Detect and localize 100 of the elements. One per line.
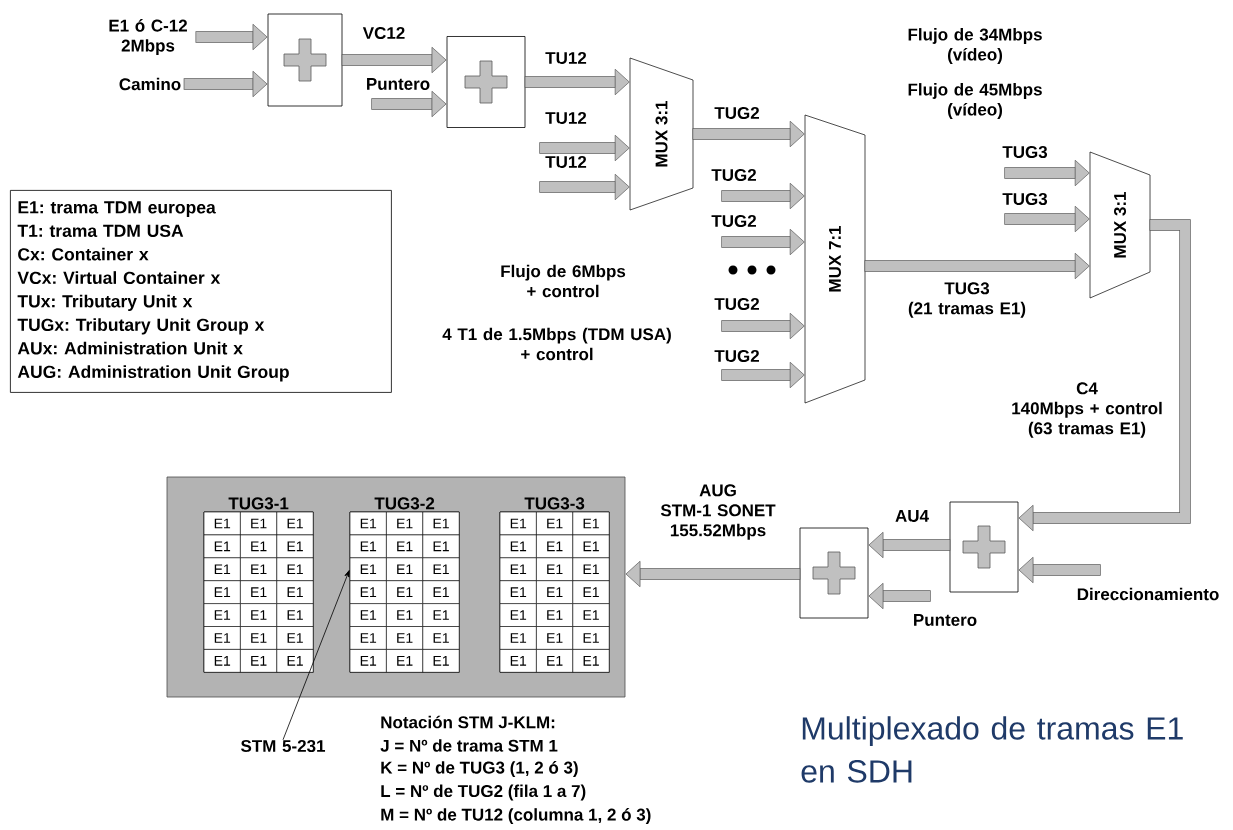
table-cell: E1 xyxy=(349,649,387,673)
table-cell: E1 xyxy=(203,534,241,559)
table-cell: E1 xyxy=(422,511,460,536)
edge-label: Direccionamiento xyxy=(1077,587,1219,601)
edge-label: TUG2 xyxy=(714,107,759,120)
table-cell: E1 xyxy=(276,557,314,581)
block-arrow xyxy=(625,560,801,588)
edge-label: AU4 xyxy=(895,510,929,522)
table-cell: E1 xyxy=(499,557,537,581)
note-text: 4 T1 de 1.5Mbps (TDM USA) + control xyxy=(442,327,671,361)
edge-label: TUG3 xyxy=(1002,192,1048,206)
block-arrow xyxy=(1018,219,1191,532)
table-cell: E1 xyxy=(203,649,241,673)
table-cell: E1 xyxy=(276,511,314,536)
table-cell: E1 xyxy=(240,649,278,673)
table-cell: E1 xyxy=(386,626,424,650)
table-cell: E1 xyxy=(386,580,424,604)
edge-label: C4 140Mbps + control (63 tramas E1) xyxy=(1012,382,1162,438)
adder-box xyxy=(446,36,526,128)
edge-label: TU12 xyxy=(545,112,587,125)
table-cell: E1 xyxy=(203,603,241,627)
table-cell: E1 xyxy=(536,649,574,673)
table-cell: E1 xyxy=(240,534,278,559)
table-cell: E1 xyxy=(276,626,314,650)
table-cell: E1 xyxy=(386,649,424,673)
table-cell: E1 xyxy=(499,580,537,604)
note-text: Flujo de 6Mbps + control xyxy=(501,264,626,298)
node-label: TUG3-2 xyxy=(374,497,435,510)
table-cell: E1 xyxy=(422,626,460,650)
table-cell: E1 xyxy=(349,557,387,581)
table-cell: E1 xyxy=(349,626,387,650)
block-arrow xyxy=(341,46,447,74)
edge-label: Puntero xyxy=(914,614,977,626)
table-cell: E1 xyxy=(572,557,610,581)
edge-label: TUG2 xyxy=(714,350,759,363)
block-arrow xyxy=(721,182,805,210)
edge-label: TUG3 xyxy=(1002,145,1048,159)
node-label: TUG3-3 xyxy=(524,497,585,510)
table-cell: E1 xyxy=(499,626,537,650)
table-cell: E1 xyxy=(572,649,610,673)
block-arrow xyxy=(1004,205,1090,233)
table-cell: E1 xyxy=(240,511,278,536)
block-arrow xyxy=(721,312,805,340)
table-cell: E1 xyxy=(536,603,574,627)
edge-label: AUG STM-1 SONET 155.52Mbps xyxy=(660,484,776,540)
edge-label: TU12 xyxy=(545,156,587,169)
table-cell: E1 xyxy=(349,580,387,604)
block-arrow xyxy=(183,70,268,98)
table-cell: E1 xyxy=(499,603,537,627)
table-cell: E1 xyxy=(536,534,574,559)
table-cell: E1 xyxy=(276,534,314,559)
node-label: TUG3-1 xyxy=(228,497,289,510)
table-cell: E1 xyxy=(422,534,460,559)
table-cell: E1 xyxy=(203,511,241,536)
title: Multiplexado de tramas E1 en SDH xyxy=(801,716,1183,783)
adder-box xyxy=(949,501,1019,593)
table-cell: E1 xyxy=(276,580,314,604)
block-arrow xyxy=(539,134,630,162)
input-label: STM 5-231 xyxy=(241,740,326,753)
table-cell: E1 xyxy=(276,603,314,627)
block-arrow xyxy=(1018,556,1101,584)
table-cell: E1 xyxy=(572,626,610,650)
edge-label: TU12 xyxy=(545,52,587,65)
table-cell: E1 xyxy=(203,626,241,650)
block-arrow xyxy=(539,173,630,201)
block-arrow xyxy=(868,582,931,610)
table-cell: E1 xyxy=(386,557,424,581)
multiplexer: MUX 7:1 xyxy=(804,114,866,404)
block-arrow xyxy=(195,23,268,51)
table-cell: E1 xyxy=(422,603,460,627)
adder-box xyxy=(267,13,343,107)
table-cell: E1 xyxy=(422,580,460,604)
table-cell: E1 xyxy=(536,511,574,536)
adder-box xyxy=(799,527,869,619)
block-arrow xyxy=(721,361,805,389)
leader-line xyxy=(282,570,350,741)
note-text: Flujo de 45Mbps (vídeo) xyxy=(908,83,1042,119)
table-cell: E1 xyxy=(386,511,424,536)
table-cell: E1 xyxy=(349,603,387,627)
multiplexer: MUX 3:1 xyxy=(629,57,694,211)
note-text: L = Nº de TUG2 (fila 1 a 7) xyxy=(381,784,586,801)
table-cell: E1 xyxy=(240,603,278,627)
edge-label: TUG2 xyxy=(714,298,759,311)
note-text: Flujo de 34Mbps (vídeo) xyxy=(908,28,1042,64)
table-cell: E1 xyxy=(240,580,278,604)
table-cell: E1 xyxy=(572,580,610,604)
edge-label: TUG2 xyxy=(711,215,756,228)
block-arrow xyxy=(692,120,805,148)
edge-label: VC12 xyxy=(362,27,405,40)
table-cell: E1 xyxy=(386,603,424,627)
block-arrow xyxy=(721,228,805,256)
table-cell: E1 xyxy=(572,511,610,536)
table-cell: E1 xyxy=(349,511,387,536)
block-arrow xyxy=(524,68,630,96)
table-cell: E1 xyxy=(572,603,610,627)
input-label: E1 ó C-12 2Mbps xyxy=(109,19,187,55)
block-arrow xyxy=(864,252,1090,280)
table-cell: E1 xyxy=(499,649,537,673)
note-text: Notación STM J-KLM: xyxy=(381,715,555,729)
table-cell: E1 xyxy=(422,557,460,581)
